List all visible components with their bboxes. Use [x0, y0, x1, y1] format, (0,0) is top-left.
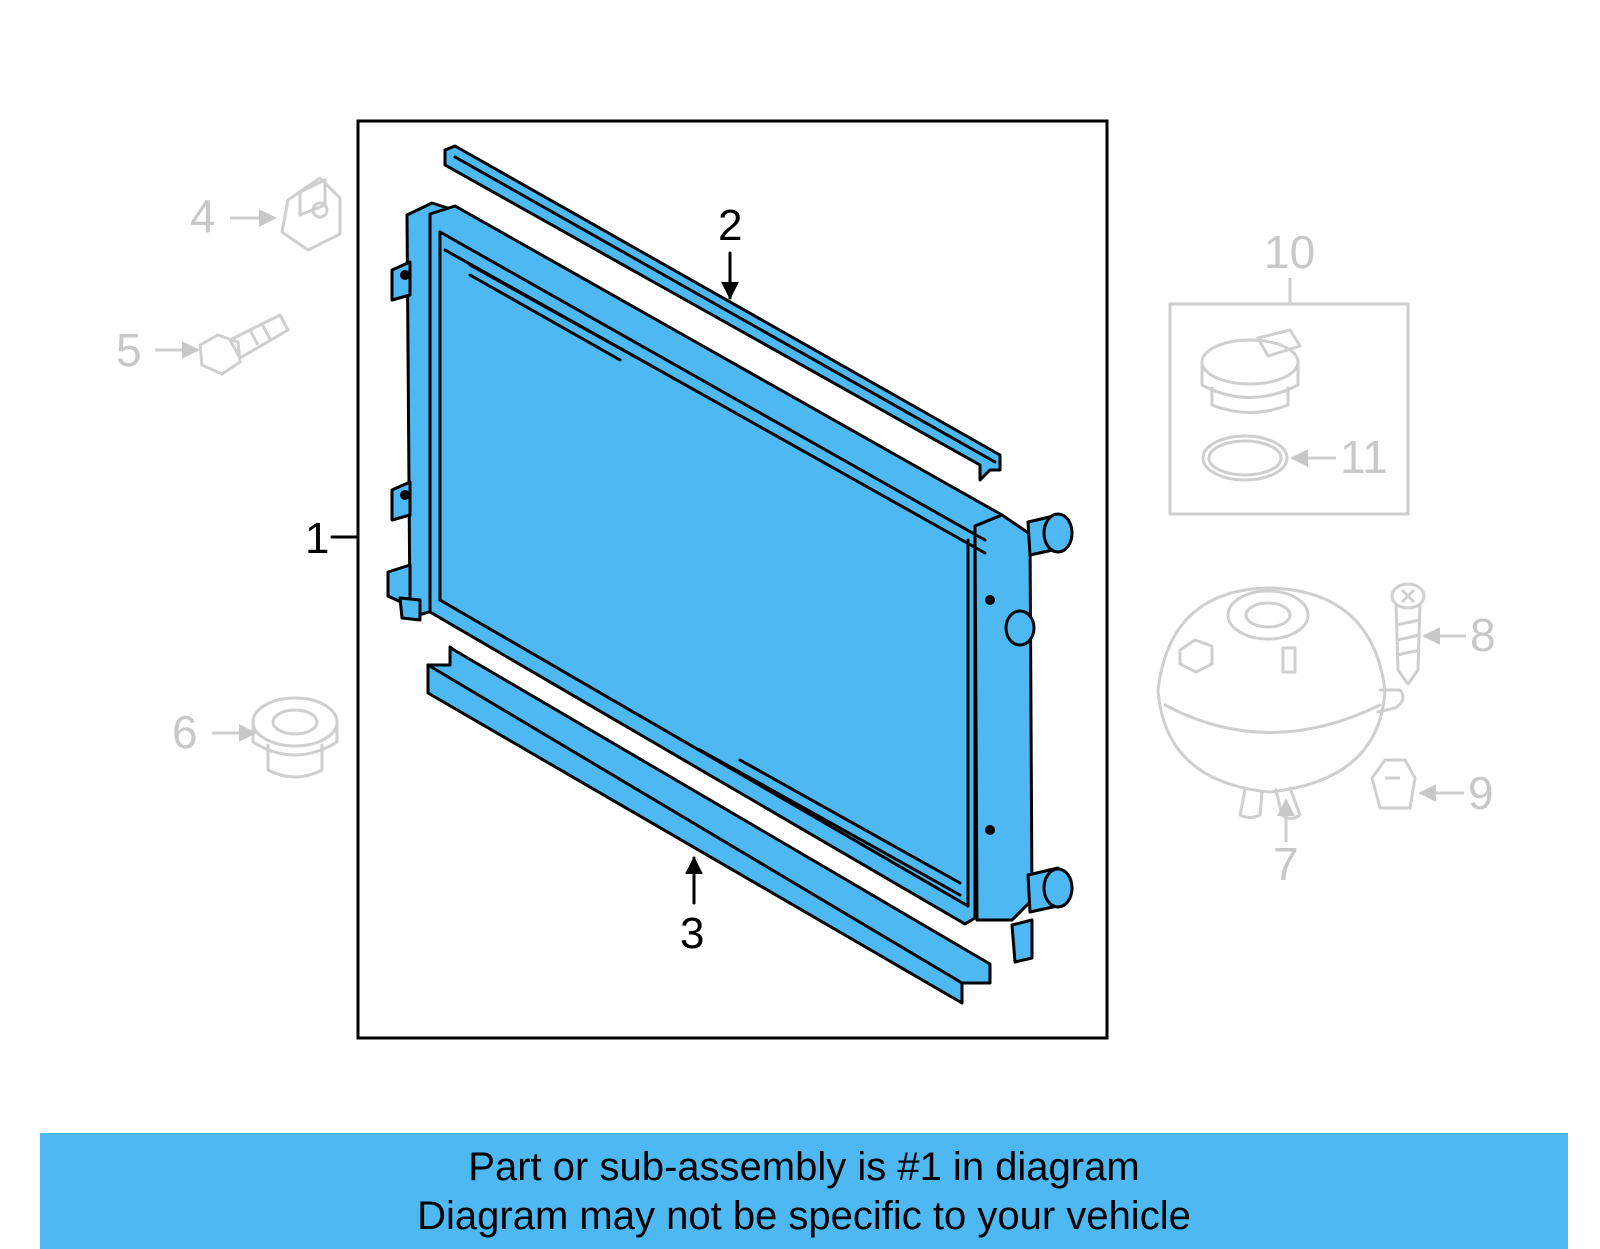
grommet-part[interactable]	[251, 696, 339, 779]
lower-outlet	[1026, 866, 1074, 914]
upper-outlet	[1026, 512, 1074, 557]
upper-seal-strip[interactable]	[443, 144, 1002, 482]
callout-10: 10	[1264, 226, 1315, 278]
clip-nut-part[interactable]	[1370, 758, 1417, 810]
disclaimer-line-2: Diagram may not be specific to your vehi…	[417, 1194, 1191, 1238]
bolt-part[interactable]	[198, 313, 290, 376]
disclaimer-banner: Part or sub-assembly is #1 in diagram Di…	[40, 1133, 1568, 1249]
assembly-frame	[356, 119, 1109, 1040]
o-ring-part[interactable]	[1201, 434, 1289, 482]
callout-6: 6	[172, 706, 198, 758]
radiator[interactable]	[386, 201, 1074, 964]
reservoir-cap-part[interactable]	[1200, 328, 1302, 414]
callout-8: 8	[1470, 609, 1496, 661]
screw-part[interactable]	[1390, 582, 1426, 686]
callout-1: 1	[305, 514, 329, 563]
middle-outlet	[1004, 609, 1036, 647]
callout-7: 7	[1273, 838, 1299, 890]
callout-3: 3	[680, 909, 704, 958]
bracket-part[interactable]	[280, 176, 342, 252]
disclaimer-line-1: Part or sub-assembly is #1 in diagram	[468, 1145, 1140, 1189]
callout-9: 9	[1468, 767, 1494, 819]
expansion-tank-part[interactable]	[1156, 586, 1405, 820]
callout-5: 5	[116, 324, 142, 376]
callout-4: 4	[190, 190, 216, 242]
callout-2: 2	[718, 201, 742, 250]
lower-seal-strip[interactable]	[426, 645, 992, 1005]
callout-11: 11	[1340, 431, 1388, 483]
